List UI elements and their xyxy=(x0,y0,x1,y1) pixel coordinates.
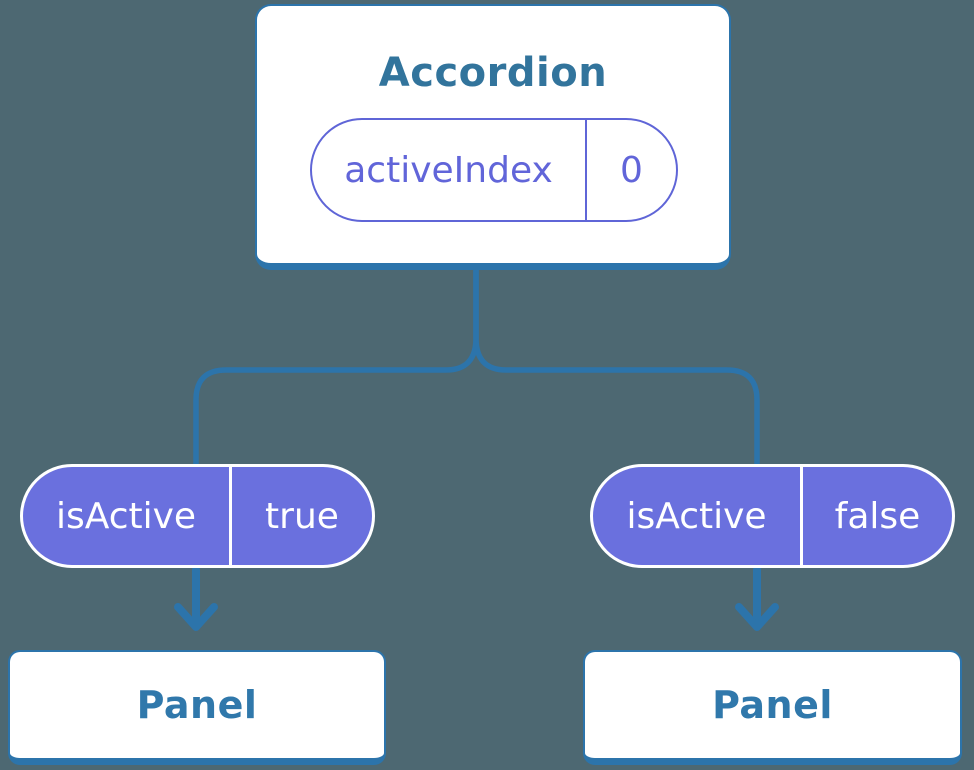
panel-node-left: Panel xyxy=(8,650,386,765)
accordion-node-title: Accordion xyxy=(378,50,608,96)
prop-pill-isactive-false: isActive false xyxy=(590,464,955,568)
connector-branch-right xyxy=(473,265,760,475)
prop-name-label: isActive xyxy=(593,467,803,565)
state-pill-activeindex: activeIndex 0 xyxy=(310,118,678,222)
arrow-down-icon xyxy=(735,566,779,631)
prop-value-label: true xyxy=(265,495,339,537)
state-value-label: 0 xyxy=(620,149,643,191)
arrow-down-icon xyxy=(174,566,218,631)
panel-node-title: Panel xyxy=(712,683,833,727)
prop-value-label: false xyxy=(834,495,921,537)
connector-branch-left xyxy=(193,265,479,475)
panel-node-right: Panel xyxy=(583,650,962,765)
state-name-label: activeIndex xyxy=(312,120,587,220)
prop-name-label: isActive xyxy=(23,467,232,565)
panel-node-title: Panel xyxy=(136,683,258,727)
prop-pill-isactive-true: isActive true xyxy=(20,464,375,568)
